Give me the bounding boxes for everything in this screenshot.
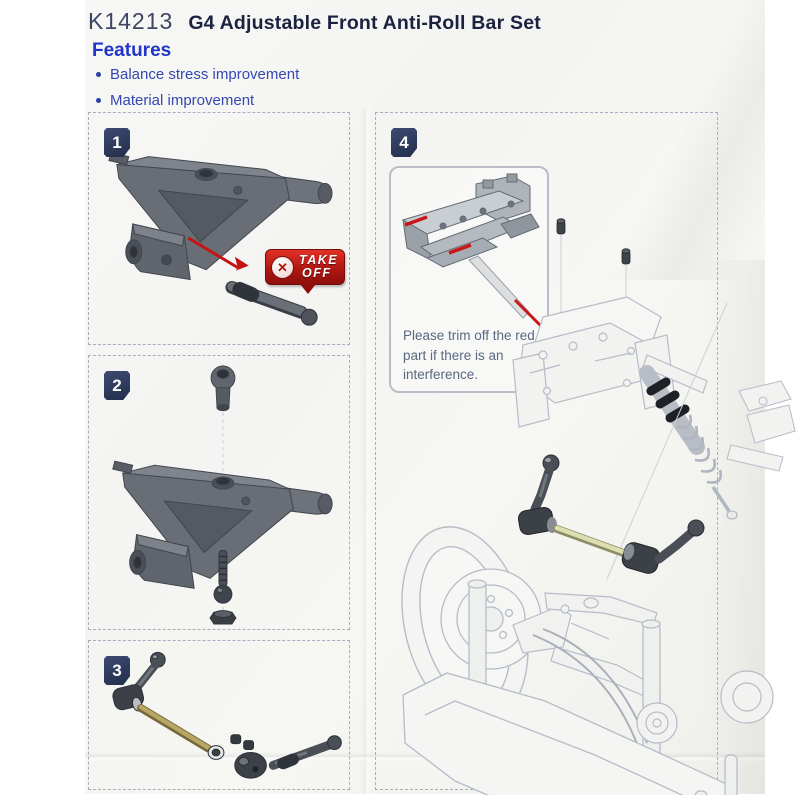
step2-arm-exploded-drawing	[112, 363, 333, 625]
screw-icons	[556, 218, 631, 265]
fold-shade-top-right	[555, 0, 765, 280]
feature-text: Material improvement	[110, 92, 255, 109]
step-number: 3	[112, 660, 122, 680]
feature-item: Material improvement	[96, 92, 299, 109]
step-2-box: 2	[88, 355, 350, 630]
step-number: 2	[112, 375, 122, 395]
chassis-technical-illustration	[401, 218, 796, 795]
chassis-plate	[402, 672, 735, 795]
bumper-posts	[694, 754, 738, 795]
step-1-number-badge: 1	[104, 128, 130, 157]
step-1-box: 1 ✕ TAKE OFF	[88, 112, 350, 345]
step-number: 1	[112, 132, 122, 152]
step3-antiroll-link-drawing	[112, 651, 342, 779]
take-off-label: TAKE OFF	[299, 252, 339, 280]
step-3-number-badge: 3	[104, 656, 130, 685]
step-4-number-badge: 4	[391, 128, 417, 157]
step1-suspension-arm-drawing	[108, 152, 333, 326]
take-off-badge: ✕ TAKE OFF	[265, 249, 345, 294]
feature-item: Balance stress improvement	[96, 66, 299, 83]
bullet-icon	[96, 72, 101, 77]
take-off-line1: TAKE	[299, 252, 339, 267]
page-title: G4 Adjustable Front Anti-Roll Bar Set	[188, 12, 541, 34]
fold-crease-vertical	[360, 108, 372, 794]
bullet-icon	[96, 98, 101, 103]
differential-gears	[636, 670, 774, 744]
take-off-x-icon: ✕	[271, 255, 294, 279]
front-bulkhead-linework	[512, 296, 708, 428]
step-3-box: 3	[88, 640, 350, 790]
features-heading: Features	[92, 40, 172, 61]
right-edge-parts	[726, 380, 796, 472]
product-code: K14213	[88, 8, 174, 34]
page-header: K14213 G4 Adjustable Front Anti-Roll Bar…	[88, 8, 541, 35]
antiroll-link-highlight	[517, 454, 705, 574]
feature-text: Balance stress improvement	[110, 66, 300, 83]
shock-absorber	[639, 365, 738, 520]
take-off-line2: OFF	[302, 266, 332, 280]
step-number: 4	[399, 132, 409, 152]
step-2-number-badge: 2	[104, 371, 130, 400]
front-wheel-rim	[440, 568, 542, 670]
step4-mount-knife-drawing	[401, 173, 543, 328]
trim-note-text: Please trim off the red part if there is…	[403, 328, 535, 383]
features-list: Balance stress improvement Material impr…	[96, 66, 299, 109]
